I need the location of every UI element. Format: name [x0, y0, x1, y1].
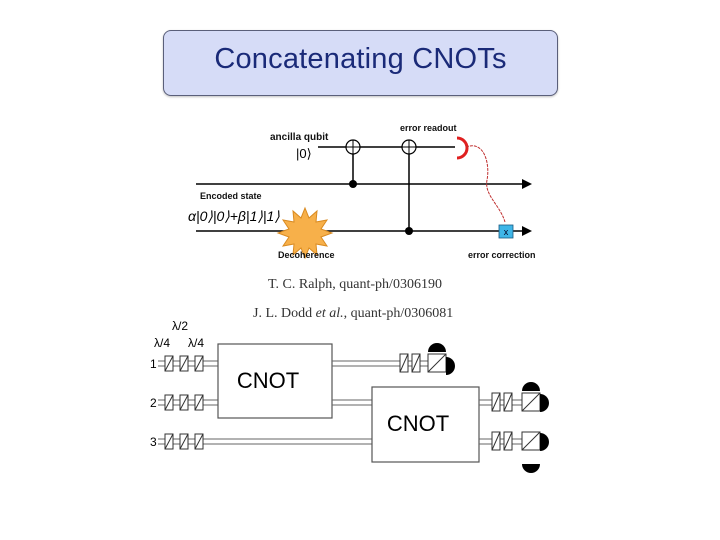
detector-3b-icon — [522, 464, 540, 473]
citation-dodd: J. L. Dodd et al., quant-ph/0306081 — [253, 306, 453, 322]
detector-2a-icon — [540, 394, 549, 412]
title-box: Concatenating CNOTs — [163, 30, 558, 96]
encoded-state-formula: α|0⟩|0⟩+β|1⟩|1⟩ — [188, 208, 280, 224]
mode-3-label: 3 — [150, 435, 157, 449]
detector-1b-icon — [428, 343, 446, 352]
citation-dodd-suffix: , quant-ph/0306081 — [343, 306, 454, 321]
encoded-state-label: Encoded state — [200, 191, 262, 201]
control-1 — [349, 180, 357, 188]
error-correction-label: error correction — [468, 250, 536, 260]
detector-icon — [456, 136, 469, 160]
cnot-bottom-box — [371, 386, 480, 463]
decoherence-label: Decoherence — [278, 250, 335, 260]
waveplates — [164, 355, 204, 450]
classical-wire — [465, 145, 506, 223]
half-wave-label: λ/2 — [172, 319, 188, 333]
mode-1-label: 1 — [150, 357, 157, 371]
detector-3a-icon — [540, 433, 549, 451]
error-readout-label: error readout — [400, 123, 457, 133]
slide-title: Concatenating CNOTs — [214, 43, 507, 75]
citation-ralph: T. C. Ralph, quant-ph/0306190 — [268, 277, 442, 292]
cnot-top-box — [217, 343, 333, 419]
optical-cnot-diagram: λ/2 λ/4 λ/4 1 2 3 CNOT CNOT — [150, 319, 549, 473]
ancilla-label: ancilla qubit — [270, 132, 329, 143]
citation-dodd-prefix: J. L. Dodd — [253, 306, 316, 321]
correction-box — [498, 224, 514, 239]
detector-1a-icon — [446, 357, 455, 375]
arrow-head-1 — [522, 179, 532, 189]
quarter-wave-right-label: λ/4 — [188, 336, 204, 350]
detector-2b-icon — [522, 382, 540, 391]
quarter-wave-left-label: λ/4 — [154, 336, 170, 350]
citation-dodd-etal: et al. — [315, 306, 344, 321]
cnot-bottom-label: CNOT — [387, 411, 449, 436]
cnot-top-label: CNOT — [237, 368, 299, 393]
error-correction-circuit: x ancilla qubit |0⟩ error readout Encode… — [188, 123, 536, 260]
ancilla-ket: |0⟩ — [296, 146, 312, 161]
arrow-head-2 — [522, 226, 532, 236]
decoherence-star — [276, 206, 334, 260]
control-2 — [405, 227, 413, 235]
correction-box-label: x — [504, 227, 509, 237]
mode-2-label: 2 — [150, 396, 157, 410]
